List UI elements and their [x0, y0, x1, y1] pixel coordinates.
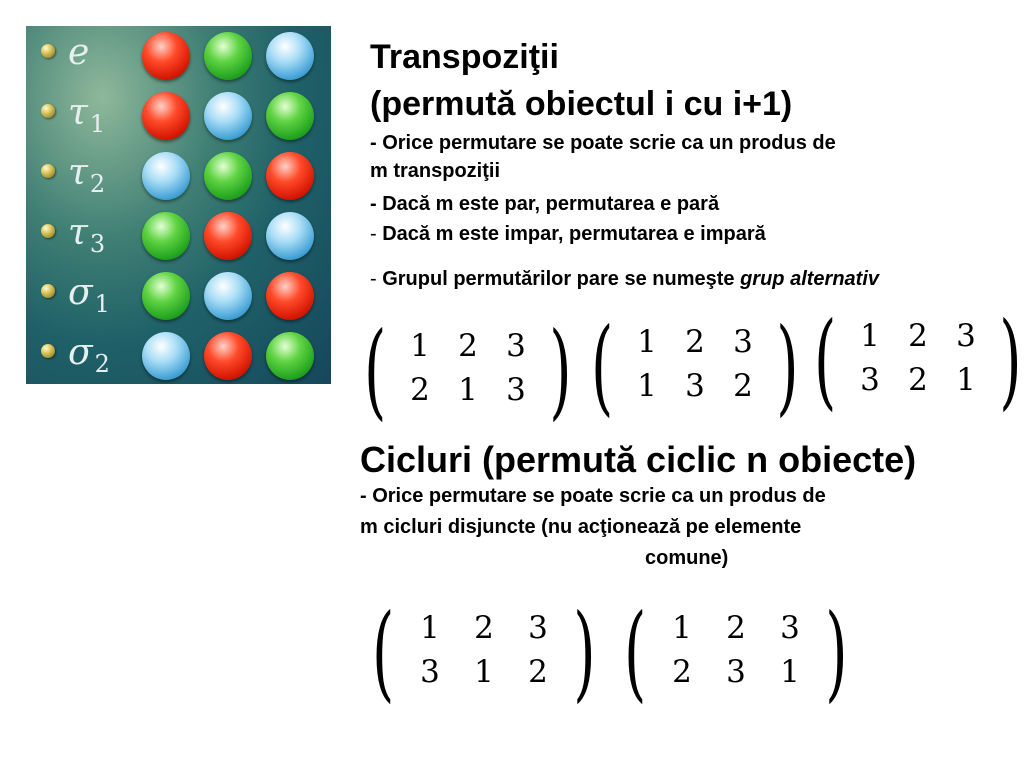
permutation-row: τ2	[26, 146, 331, 206]
matrix-top-entry: 2	[474, 610, 494, 646]
green-ball-icon	[142, 212, 190, 260]
permutation-symbol: e	[68, 32, 90, 73]
matrix-bottom-entry: 2	[733, 368, 753, 404]
blue-ball-icon	[142, 332, 190, 380]
matrix-top-entry: 3	[780, 610, 800, 646]
permutation-symbol: σ1	[68, 272, 110, 318]
blue-ball-icon	[142, 152, 190, 200]
red-ball-icon	[266, 152, 314, 200]
matrix-bottom-entry: 3	[726, 654, 746, 690]
left-parenthesis: (	[364, 309, 387, 431]
cycles-bullet-1-line-1: - Orice permutare se poate scrie ca un p…	[360, 485, 826, 507]
transpositions-bullet-1-line-1: - Orice permutare se poate scrie ca un p…	[370, 132, 836, 154]
green-ball-icon	[204, 152, 252, 200]
matrix-bottom-entry: 3	[420, 654, 440, 690]
permutation-panel: e τ1 τ2 τ3 σ1 σ2	[26, 26, 331, 384]
permutation-row: τ3	[26, 206, 331, 266]
gold-bullet-icon	[41, 44, 55, 58]
blue-ball-icon	[266, 32, 314, 80]
matrix-top-entry: 1	[860, 318, 880, 354]
matrix-bottom-entry: 1	[458, 372, 478, 408]
cycles-title: Cicluri (permută ciclic n obiecte)	[360, 439, 917, 480]
green-ball-icon	[204, 32, 252, 80]
transpositions-bullet-4: - Grupul permutărilor pare se numeşte gr…	[370, 266, 879, 292]
left-parenthesis: (	[624, 591, 647, 713]
cycles-bullet-1-line-2: m cicluri disjuncte (nu acţionează pe el…	[360, 516, 802, 538]
transpositions-bullet-3: - Dacă m este impar, permutarea e impară	[370, 221, 766, 247]
matrix-top-entry: 1	[672, 610, 692, 646]
matrix-bottom-entry: 2	[528, 654, 548, 690]
right-parenthesis: )	[825, 591, 848, 713]
matrix-top-entry: 3	[506, 328, 526, 364]
red-ball-icon	[142, 32, 190, 80]
permutation-symbol: σ2	[68, 332, 110, 378]
matrix-bottom-entry: 2	[410, 372, 430, 408]
right-parenthesis: )	[549, 309, 572, 431]
left-parenthesis: (	[814, 299, 837, 421]
matrix-bottom-entry: 2	[908, 362, 928, 398]
permutation-row: σ1	[26, 266, 331, 326]
matrix-top-entry: 1	[410, 328, 430, 364]
left-parenthesis: (	[372, 591, 395, 713]
matrix-top-entry: 3	[528, 610, 548, 646]
green-ball-icon	[266, 332, 314, 380]
red-ball-icon	[266, 272, 314, 320]
gold-bullet-icon	[41, 284, 55, 298]
transpositions-bullet-1-line-2: m transpoziţii	[370, 160, 501, 182]
transpositions-bullet-2: - Dacă m este par, permutarea e pară	[370, 193, 720, 215]
matrix-bottom-entry: 1	[637, 368, 657, 404]
bullet-italic-term: grup alternativ	[740, 268, 880, 290]
matrix-top-entry: 2	[458, 328, 478, 364]
matrix-top-entry: 3	[956, 318, 976, 354]
right-parenthesis: )	[999, 299, 1022, 421]
red-ball-icon	[204, 212, 252, 260]
gold-bullet-icon	[41, 224, 55, 238]
bullet-dash: -	[370, 223, 383, 245]
red-ball-icon	[142, 92, 190, 140]
bullet-dash: -	[370, 268, 383, 290]
matrix-bottom-entry: 3	[506, 372, 526, 408]
permutation-symbol: τ2	[68, 152, 106, 198]
matrix-bottom-entry: 2	[672, 654, 692, 690]
gold-bullet-icon	[41, 164, 55, 178]
permutation-row: e	[26, 26, 331, 86]
permutation-row: τ1	[26, 86, 331, 146]
transpositions-title: Transpoziţii	[370, 38, 559, 76]
blue-ball-icon	[204, 272, 252, 320]
red-ball-icon	[204, 332, 252, 380]
matrix-top-entry: 2	[685, 324, 705, 360]
cycles-bullet-1-line-3: comune)	[645, 547, 729, 569]
matrix-top-entry: 1	[420, 610, 440, 646]
bullet-text: Grupul permutărilor pare se numeşte	[382, 268, 741, 290]
right-parenthesis: )	[776, 305, 799, 427]
matrix-top-entry: 3	[733, 324, 753, 360]
permutation-symbol: τ3	[68, 212, 106, 258]
matrix-top-entry: 2	[908, 318, 928, 354]
bullet-text: Dacă m este impar, permutarea e impară	[382, 223, 766, 245]
matrix-top-entry: 2	[726, 610, 746, 646]
green-ball-icon	[266, 92, 314, 140]
matrix-bottom-entry: 3	[685, 368, 705, 404]
matrix-bottom-entry: 1	[956, 362, 976, 398]
permutation-symbol: τ1	[68, 92, 106, 138]
blue-ball-icon	[266, 212, 314, 260]
gold-bullet-icon	[41, 104, 55, 118]
matrix-top-entry: 1	[637, 324, 657, 360]
gold-bullet-icon	[41, 344, 55, 358]
green-ball-icon	[142, 272, 190, 320]
matrix-bottom-entry: 1	[780, 654, 800, 690]
matrix-bottom-entry: 3	[860, 362, 880, 398]
left-parenthesis: (	[591, 305, 614, 427]
transpositions-subtitle: (permută obiectul i cu i+1)	[370, 85, 793, 123]
right-parenthesis: )	[573, 591, 596, 713]
blue-ball-icon	[204, 92, 252, 140]
matrix-bottom-entry: 1	[474, 654, 494, 690]
permutation-row: σ2	[26, 326, 331, 384]
